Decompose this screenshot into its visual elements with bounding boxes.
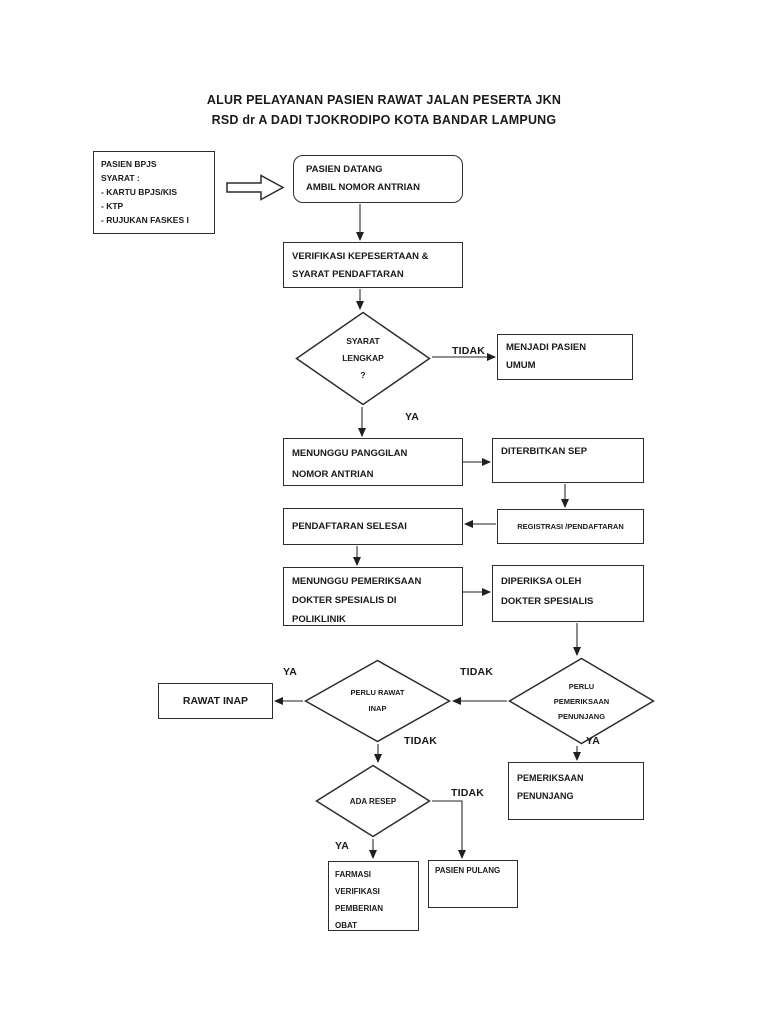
- decision-perlu-penunjang: PERLU PEMERIKSAAN PENUNJANG: [508, 657, 655, 745]
- label-resep-tidak: TIDAK: [451, 787, 485, 799]
- node-line: AMBIL NOMOR ANTRIAN: [306, 182, 420, 193]
- label-syarat-tidak: TIDAK: [452, 345, 486, 357]
- node-pendaftaran-selesai: PENDAFTARAN SELESAI: [283, 508, 463, 545]
- node-line: LENGKAP: [342, 353, 384, 363]
- node-line: REGISTRASI /PENDAFTARAN: [517, 522, 624, 531]
- node-menjadi-pasien-umum: MENJADI PASIEN UMUM: [497, 334, 633, 380]
- label-rawat-ya: YA: [283, 666, 298, 678]
- label-penunjang-ya: YA: [586, 735, 601, 747]
- node-line: NOMOR ANTRIAN: [292, 469, 374, 480]
- decision-text: PERLU RAWAT INAP: [304, 659, 451, 743]
- node-line: MENUNGGU PEMERIKSAAN: [292, 576, 422, 587]
- label-rawat-tidak: TIDAK: [404, 735, 438, 747]
- node-rawat-inap: RAWAT INAP: [158, 683, 273, 719]
- node-line: ?: [360, 370, 366, 380]
- node-line: INAP: [368, 704, 387, 713]
- node-diterbitkan-sep: DITERBITKAN SEP: [492, 438, 644, 483]
- info-line: PASIEN BPJS: [101, 159, 157, 169]
- node-line: OBAT: [335, 921, 358, 930]
- label-penunjang-tidak: TIDAK: [460, 666, 494, 678]
- diamond-shape: [508, 657, 655, 745]
- flow-arrow-icon: [226, 174, 285, 201]
- node-pasien-pulang: PASIEN PULANG: [428, 860, 518, 908]
- info-line: - RUJUKAN FASKES I: [101, 215, 189, 225]
- decision-text: ADA RESEP: [315, 764, 431, 838]
- node-menunggu-pemeriksaan: MENUNGGU PEMERIKSAAN DOKTER SPESIALIS DI…: [283, 567, 463, 626]
- node-line: PASIEN PULANG: [435, 866, 501, 875]
- node-line: MENJADI PASIEN: [506, 342, 587, 353]
- diamond-shape: [304, 659, 451, 743]
- node-verifikasi-kepesertaan: VERIFIKASI KEPESERTAAN & SYARAT PENDAFTA…: [283, 242, 463, 288]
- page-title-line2: RSD dr A DADI TJOKRODIPO KOTA BANDAR LAM…: [211, 113, 557, 127]
- decision-perlu-rawat-inap: PERLU RAWAT INAP: [304, 659, 451, 743]
- node-line: PERLU RAWAT: [350, 688, 405, 697]
- node-line: VERIFIKASI KEPESERTAAN &: [292, 251, 429, 262]
- node-menunggu-panggilan: MENUNGGU PANGGILAN NOMOR ANTRIAN: [283, 438, 463, 486]
- node-line: POLIKLINIK: [292, 614, 346, 625]
- decision-syarat-lengkap: SYARAT LENGKAP ?: [295, 311, 431, 406]
- node-line: PEMBERIAN: [335, 904, 384, 913]
- diamond-shape: [315, 764, 431, 838]
- decision-text: PERLU PEMERIKSAAN PENUNJANG: [508, 657, 655, 745]
- node-line: DOKTER SPESIALIS DI: [292, 595, 397, 606]
- node-pemeriksaan-penunjang: PEMERIKSAAN PENUNJANG: [508, 762, 644, 820]
- node-pasien-datang: PASIEN DATANG AMBIL NOMOR ANTRIAN: [293, 155, 463, 203]
- node-line: SYARAT: [346, 336, 380, 346]
- node-line: ADA RESEP: [349, 796, 397, 806]
- decision-text: SYARAT LENGKAP ?: [295, 311, 431, 406]
- info-line: - KTP: [101, 201, 124, 211]
- node-line: UMUM: [506, 360, 536, 371]
- node-farmasi: FARMASI VERIFIKASI PEMBERIAN OBAT: [328, 861, 419, 931]
- node-diperiksa-dokter: DIPERIKSA OLEH DOKTER SPESIALIS: [492, 565, 644, 622]
- node-line: PENUNJANG: [557, 711, 606, 721]
- info-line: - KARTU BPJS/KIS: [101, 187, 178, 197]
- decision-ada-resep: ADA RESEP: [315, 764, 431, 838]
- node-line: PENUNJANG: [517, 791, 574, 801]
- node-line: MENUNGGU PANGGILAN: [292, 448, 408, 459]
- node-line: DIPERIKSA OLEH: [501, 576, 582, 587]
- node-line: VERIFIKASI: [335, 887, 380, 896]
- node-line: PERLU: [568, 681, 595, 691]
- node-line: DITERBITKAN SEP: [501, 446, 588, 457]
- page-title-line1: ALUR PELAYANAN PASIEN RAWAT JALAN PESERT…: [206, 93, 562, 107]
- node-line: FARMASI: [335, 870, 371, 879]
- node-line: RAWAT INAP: [182, 695, 249, 707]
- node-line: DOKTER SPESIALIS: [501, 596, 594, 607]
- node-registrasi-pendaftaran: REGISTRASI /PENDAFTARAN: [497, 509, 644, 544]
- edge-resep-tidak: [432, 800, 466, 859]
- page-title: ALUR PELAYANAN PASIEN RAWAT JALAN PESERT…: [0, 90, 768, 130]
- info-line: SYARAT :: [101, 173, 140, 183]
- label-syarat-ya: YA: [405, 411, 420, 423]
- node-line: PEMERIKSAAN: [517, 773, 584, 783]
- node-line: PENDAFTARAN SELESAI: [292, 521, 407, 532]
- node-line: SYARAT PENDAFTARAN: [292, 269, 404, 280]
- diamond-shape: [295, 311, 431, 406]
- node-pasien-bpjs-syarat: PASIEN BPJS SYARAT : - KARTU BPJS/KIS - …: [93, 151, 215, 234]
- label-resep-ya: YA: [335, 840, 350, 852]
- node-line: PEMERIKSAAN: [553, 696, 610, 706]
- node-line: PASIEN DATANG: [306, 164, 383, 175]
